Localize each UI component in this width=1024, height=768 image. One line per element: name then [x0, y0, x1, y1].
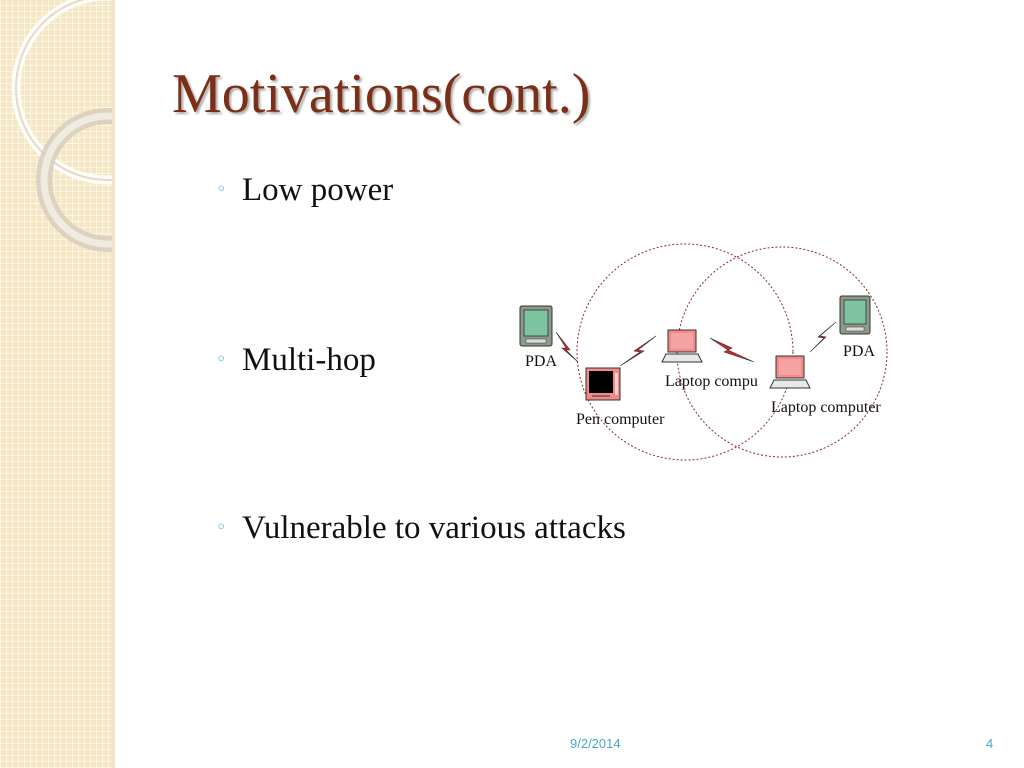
bullet-text: Vulnerable to various attacks [242, 510, 626, 546]
bullet-item-low-power: ◦ Low power [216, 172, 393, 209]
label-pda-left: PDA [525, 353, 557, 370]
sidebar-divider [112, 0, 115, 768]
bullet-marker: ◦ [216, 349, 227, 370]
lightning-icon [809, 321, 837, 353]
decorative-sidebar [0, 0, 112, 768]
slide-title: Motivations(cont.) [172, 63, 591, 125]
bullet-text: Multi-hop [242, 342, 376, 378]
laptop-middle-icon [661, 329, 703, 363]
lightning-icon [555, 331, 579, 363]
bullet-text: Low power [242, 172, 394, 208]
range-circle-left [576, 243, 794, 461]
bullet-marker: ◦ [216, 179, 227, 200]
lightning-icon [619, 335, 657, 367]
bullet-item-multi-hop: ◦ Multi-hop [216, 342, 376, 379]
lightning-icon [709, 337, 755, 363]
footer-date: 9/2/2014 [570, 736, 621, 751]
label-laptop-middle: Laptop compu [665, 373, 758, 390]
bullet-marker: ◦ [216, 517, 227, 538]
pda-right-icon [839, 295, 871, 335]
label-pen-computer: Pen computer [576, 411, 665, 428]
label-laptop-right: Laptop computer [771, 399, 881, 416]
sidebar-rings-decoration [11, 0, 112, 252]
pda-left-icon [519, 305, 553, 347]
network-diagram: PDA Pen computer Laptop compu Laptop com… [519, 243, 888, 461]
footer-page-number: 4 [986, 736, 994, 751]
pen-computer-icon [585, 367, 621, 401]
bullet-item-vulnerable: ◦ Vulnerable to various attacks [216, 510, 626, 547]
label-pda-right: PDA [843, 343, 875, 360]
laptop-right-icon [769, 355, 811, 389]
